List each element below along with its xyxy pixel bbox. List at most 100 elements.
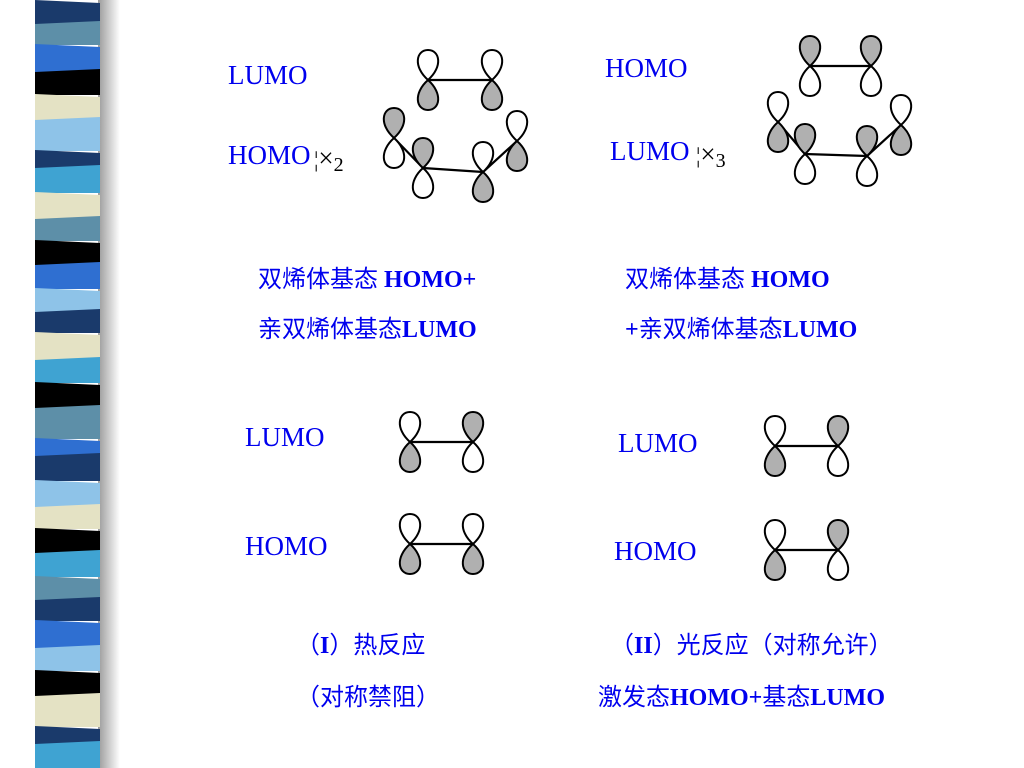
p-orbital [859, 34, 883, 98]
dienophile-orbitals [798, 34, 883, 98]
caption-term: LUMO [782, 317, 858, 343]
caption-text: 亲双烯体基态 [258, 317, 402, 343]
lower-lobe [461, 440, 485, 474]
caption-line-2: +亲双烯体基态LUMO [625, 318, 857, 342]
sidebar-stripe [35, 550, 100, 577]
homo-label: HOMO [614, 536, 697, 566]
sidebar-stripe [35, 597, 100, 621]
sidebar-stripe [35, 150, 100, 169]
caption-text: ）光反应（对称允许） [652, 633, 893, 659]
multiplier-number: 2 [333, 154, 344, 176]
p-orbital [382, 106, 406, 170]
sidebar-stripe [35, 0, 100, 25]
upper-lobe [766, 90, 790, 124]
sidebar-stripe [35, 405, 100, 439]
lower-lobe [505, 139, 529, 173]
upper-lobe [505, 109, 529, 143]
lumo-orbital-pair [398, 410, 485, 474]
lower-lobe [398, 542, 422, 576]
upper-lobe [763, 518, 787, 552]
caption-line-2: 亲双烯体基态LUMO [258, 318, 477, 342]
lumo-label: LUMO [610, 136, 690, 166]
caption-line-2: 激发态HOMO+基态LUMO [598, 686, 885, 710]
upper-lobe [480, 48, 504, 82]
lower-lobe [763, 444, 787, 478]
lower-lobe [382, 136, 406, 170]
p-orbital [471, 140, 495, 204]
p-orbital [398, 512, 422, 576]
p-orbital [793, 122, 817, 186]
lower-lobe [461, 542, 485, 576]
upper-lobe [471, 140, 495, 174]
bond-line [422, 166, 484, 174]
lower-lobe [471, 170, 495, 204]
caption-paren: （ [610, 633, 634, 659]
lumo-label: LUMO [618, 428, 698, 458]
p-orbital [461, 512, 485, 576]
upper-lobe [855, 124, 879, 158]
homo-orbital-pair [763, 518, 850, 582]
bar-shadow [98, 0, 120, 768]
p-orbital [461, 410, 485, 474]
lumo-label: LUMO [228, 60, 308, 90]
sidebar-stripe [35, 192, 100, 220]
lower-lobe [855, 154, 879, 188]
dienophile-orbitals [416, 48, 504, 112]
sidebar-stripe [35, 480, 100, 508]
caption-term: HOMO [751, 267, 830, 293]
upper-lobe [398, 410, 422, 444]
lower-lobe [826, 444, 850, 478]
upper-lobe [763, 414, 787, 448]
sidebar-stripe [35, 21, 100, 45]
p-orbital [855, 124, 879, 188]
caption-text: 亲双烯体基态 [638, 317, 783, 343]
upper-lobe [398, 512, 422, 546]
sidebar-stripe [35, 528, 100, 554]
sidebar-stripe [35, 382, 100, 409]
lumo-orbital-pair [763, 414, 850, 478]
upper-lobe [411, 136, 435, 170]
caption-term: LUMO [810, 685, 886, 711]
caption-line-1: 双烯体基态 HOMO+ [258, 268, 476, 292]
sidebar-stripe [35, 44, 100, 73]
lower-lobe [859, 64, 883, 98]
sidebar-stripe [35, 504, 100, 529]
sidebar-stripe [35, 94, 100, 121]
multiplier: ¦×3 [696, 139, 726, 172]
orbital-diagram-hexagon [766, 34, 913, 188]
caption-text: 双烯体基态 [625, 267, 745, 293]
upper-lobe [826, 518, 850, 552]
sidebar-stripe [35, 117, 100, 151]
upper-lobe [826, 414, 850, 448]
lumo-label: LUMO [245, 422, 325, 452]
caption-line-2: （对称禁阻） [296, 685, 440, 711]
p-orbital [398, 410, 422, 474]
sidebar-stripe [35, 693, 100, 727]
lower-lobe [416, 78, 440, 112]
sidebar-stripe [35, 216, 100, 241]
striped-sidebar [35, 0, 100, 768]
caption-text: 基态 [762, 685, 811, 711]
p-orbital [826, 518, 850, 582]
sidebar-stripe [35, 309, 100, 333]
multiply-sign: × [318, 143, 334, 173]
caption-paren: （ [296, 633, 320, 659]
sidebar-stripe [35, 576, 100, 601]
caption-text: 双烯体基态 [258, 267, 378, 293]
upper-lobe [889, 93, 913, 127]
lower-lobe [411, 166, 435, 200]
upper-lobe [416, 48, 440, 82]
sidebar-stripe [35, 620, 100, 649]
p-orbital [798, 34, 822, 98]
caption-line-1: 双烯体基态 HOMO [625, 268, 830, 292]
lower-lobe [826, 548, 850, 582]
caption-line-1: （II）光反应（对称允许） [610, 634, 893, 658]
sidebar-stripe [35, 332, 100, 361]
orbital-diagram-hexagon [382, 48, 529, 204]
multiply-sign: × [700, 139, 716, 169]
sidebar-stripe [35, 741, 100, 768]
sidebar-stripe [35, 357, 100, 383]
p-orbital [766, 90, 790, 154]
sidebar-stripe [35, 726, 100, 745]
